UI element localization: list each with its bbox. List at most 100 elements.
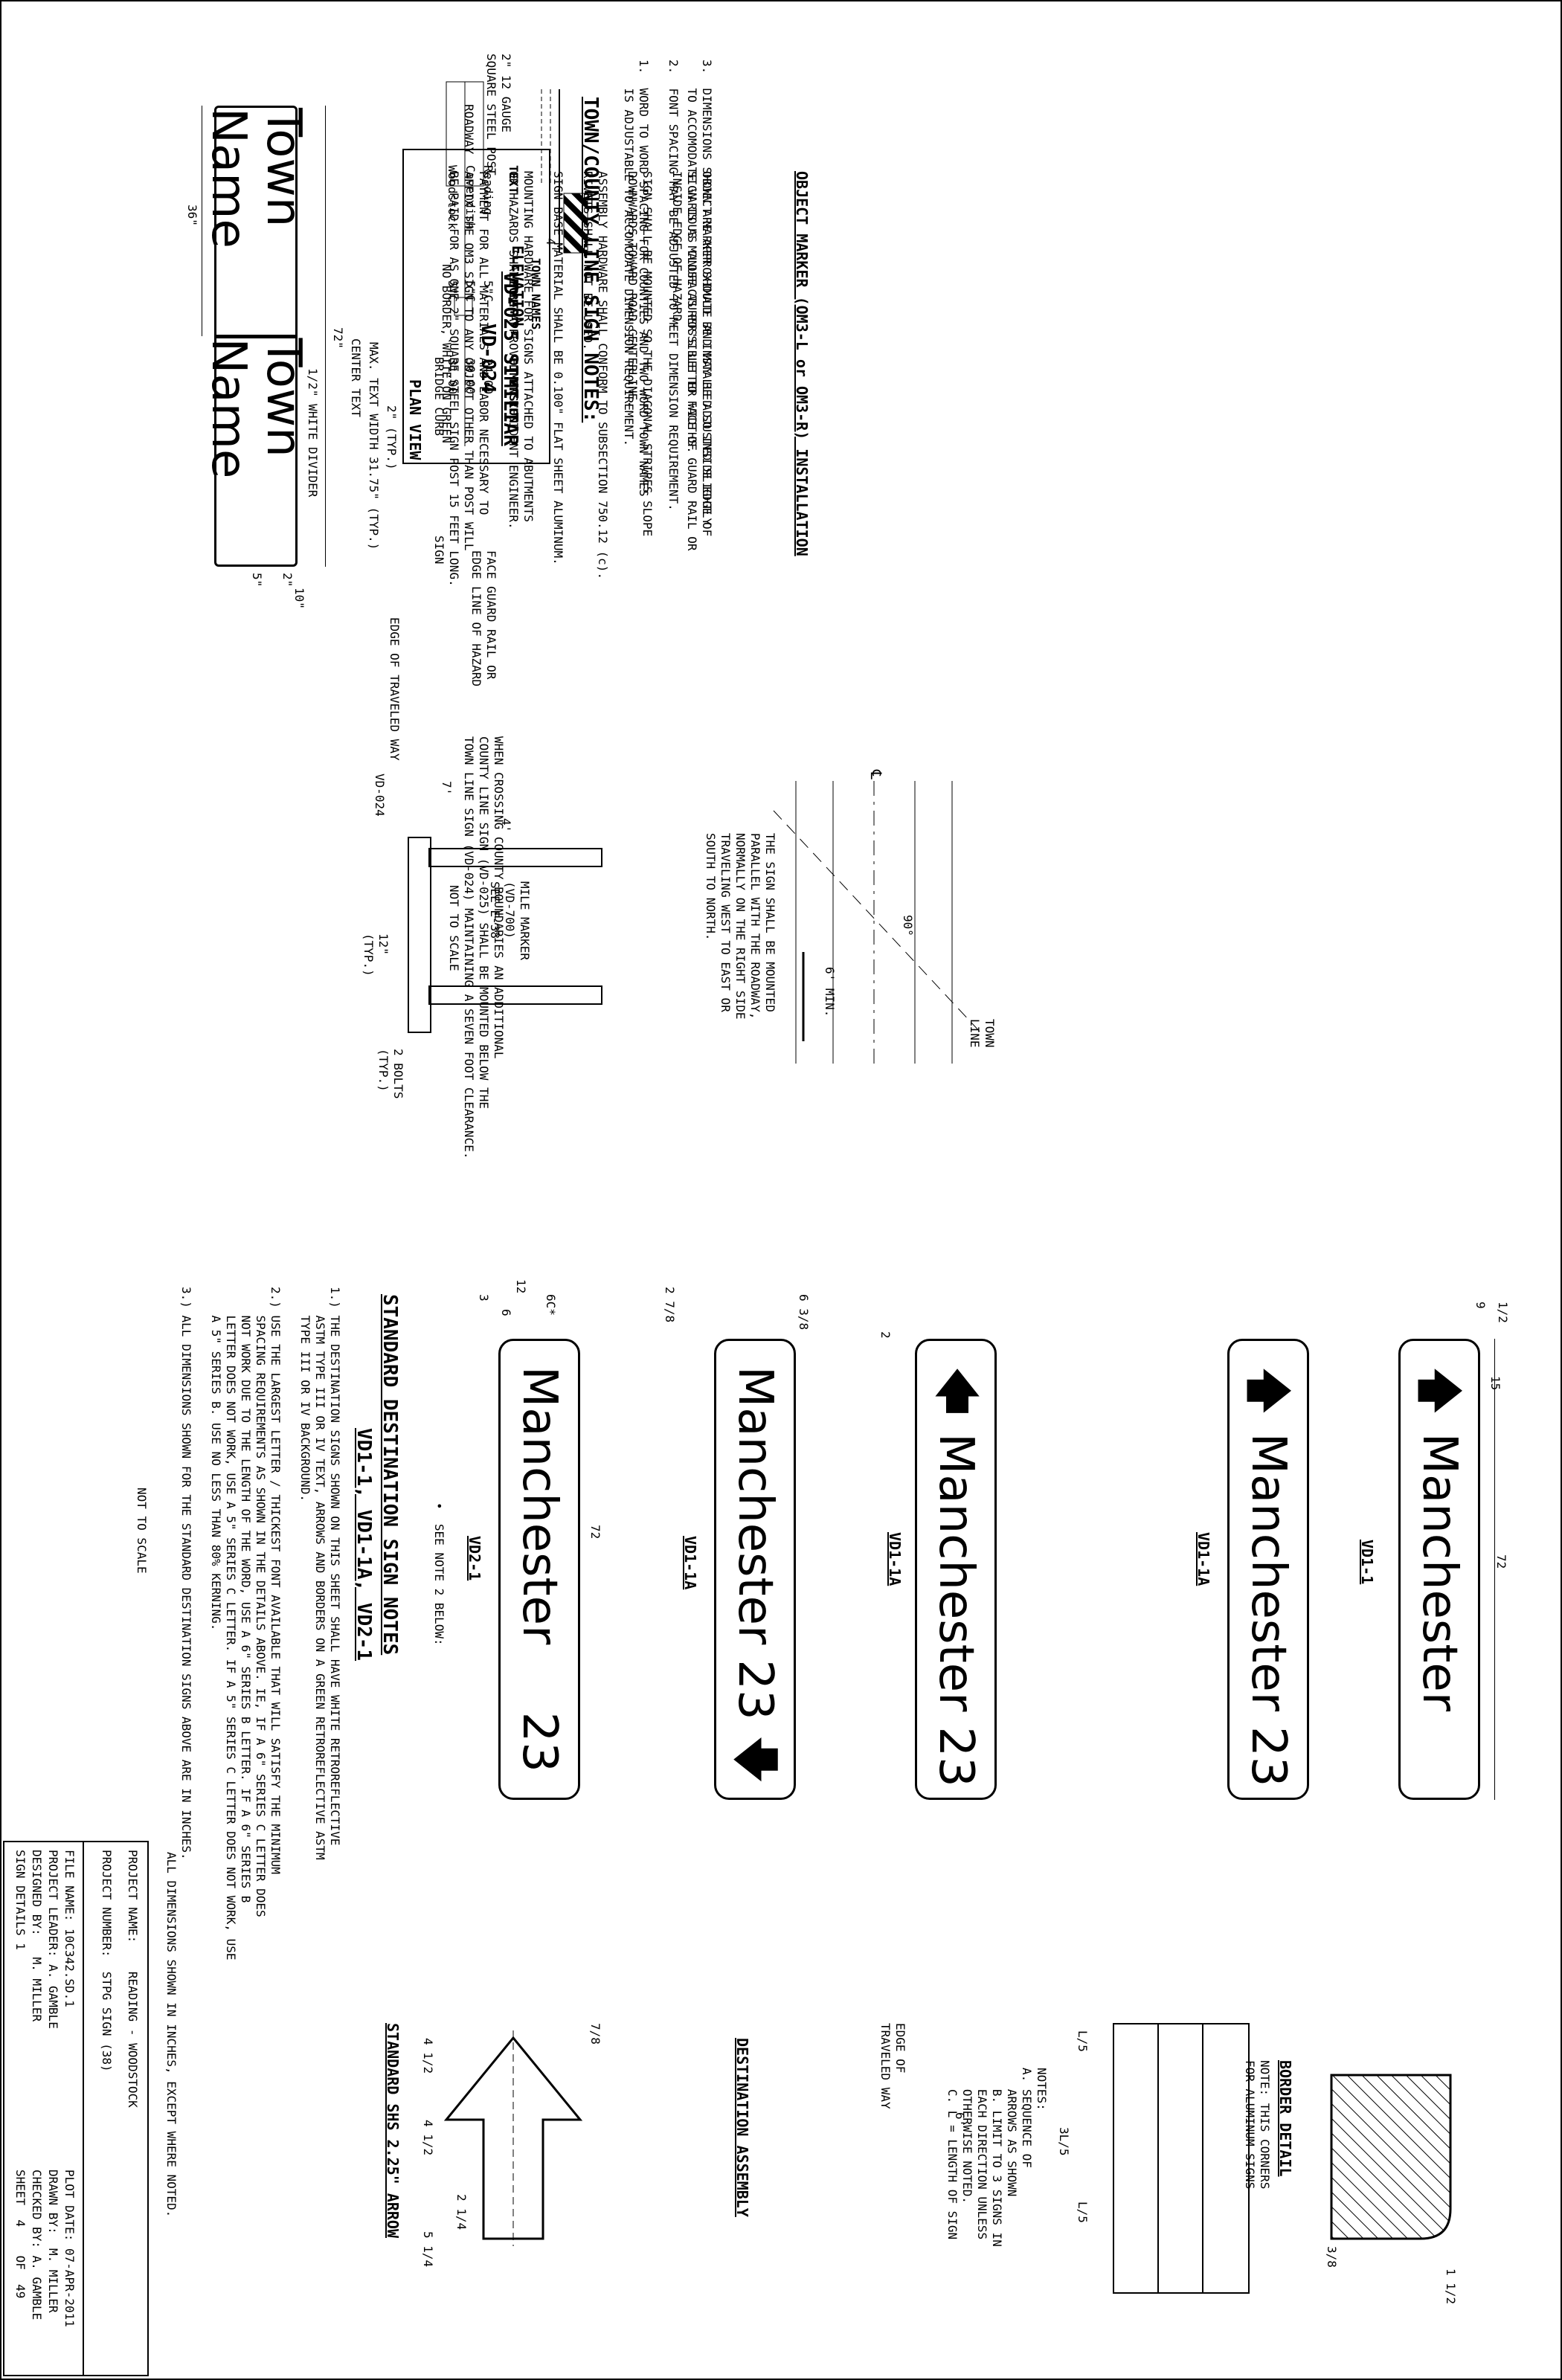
sign-label-vd1-1: VD1-1 [1358, 1540, 1376, 1585]
sign-label-vd1-1a: VD1-1A [886, 1532, 904, 1586]
arrow-title: STANDARD SHS 2.25" ARROW [384, 2023, 402, 2238]
drawn-by: DRAWN BY: M. MILLER [46, 2170, 60, 2313]
assembly-signs [1113, 2023, 1250, 2294]
dim-72: 72" [331, 327, 345, 349]
sign-number: 23 [1241, 1726, 1296, 1787]
title-block: PROJECT NAME: READING - WOODSTOCK PROJEC… [3, 1841, 149, 2376]
destination-notes: 1.) THE DESTINATION SIGNS SHOWN ON THIS … [179, 1287, 342, 1961]
border-dim-3-8: 3/8 [1325, 2246, 1339, 2268]
arrow-dim-4-1-2: 4 1/2 [421, 2038, 435, 2074]
dim-9: 9 [1473, 1302, 1488, 1309]
file-name: FILE NAME: 10C342.SD.1 [62, 1850, 77, 2007]
dim-3: 3 [477, 1294, 491, 1302]
typ-2: 2" (TYP.) [385, 405, 399, 470]
checked-by: CHECKED BY: A. GAMBLE [30, 2170, 44, 2320]
dim-5: 5" [250, 573, 264, 588]
destination-notes-subtitle: VD1-1, VD1-1A, VD2-1 [353, 1428, 375, 1662]
project-name: PROJECT NAME: READING - WOODSTOCK [126, 1850, 140, 2108]
dim-36: 36" [185, 205, 199, 226]
plot-date: PLOT DATE: 07-APR-2011 [62, 2170, 77, 2327]
dim-line-72 [325, 106, 326, 567]
vd024-label: VD-024 [373, 774, 387, 817]
border-detail-drawing [1330, 2074, 1452, 2240]
assembly-title: DESTINATION ASSEMBLY [733, 2038, 751, 2217]
arrow-dim-7-8: 7/8 [588, 2023, 602, 2045]
dim-15: 15 [1488, 1376, 1502, 1391]
dim-12: 12" (TYP.) [361, 933, 390, 977]
dim-2: 2" [280, 573, 295, 588]
dim-2-7-8: 2 7/8 [663, 1287, 677, 1323]
sign-name: Manchester [512, 1366, 567, 1645]
assembly-l5: L/5 [1076, 2030, 1090, 2052]
sign-label-vd1-1a: VD1-1A [681, 1536, 699, 1590]
dim-10: 10" [292, 588, 306, 609]
object-marker-elevation [541, 89, 588, 254]
post-right [428, 985, 602, 1005]
sign-number: 23 [727, 1659, 782, 1720]
standard-arrow-drawing [443, 2030, 583, 2246]
dim-2: 2 [878, 1331, 893, 1339]
arrow-down-icon: 🡇 [727, 1734, 782, 1784]
sheet-name: SIGN DETAILS 1 [13, 1850, 28, 1950]
angle-90: 90° [901, 915, 915, 936]
project-leader: PROJECT LEADER: A. GAMBLE [46, 1850, 60, 2029]
dim-72: 72 [1494, 1554, 1508, 1569]
see-note: • SEE NOTE 2 BELOW: [432, 1502, 446, 1646]
assembly-l5: L/5 [1076, 2202, 1090, 2223]
arrow-dim-5-1-4: 5 1/4 [421, 2231, 435, 2268]
assembly-edge: EDGE OF TRAVELED WAY [878, 2023, 907, 2109]
designed-by: DESIGNED BY: M. MILLER [30, 1850, 44, 2022]
destination-sign-vd1-1a-left: 🡄 Manchester 23 [915, 1339, 997, 1800]
center-text: CENTER TEXT [349, 338, 363, 417]
mounting-not-to-scale: NOT TO SCALE [447, 885, 461, 971]
object-marker-plan [446, 81, 484, 446]
destination-sign-vd2-1: Manchester 23 [498, 1339, 580, 1800]
town-line-sign: Town Name Town Name [201, 106, 311, 567]
centerline-symbol: ℄ [867, 770, 885, 779]
town-line-label: TOWN LINE [968, 1019, 997, 1048]
dim-6-3-8: 6 3/8 [797, 1294, 811, 1331]
destination-sign-vd1-1: 🡅 Manchester [1398, 1339, 1480, 1800]
bridge-curb-label: BRIDGE CURB [432, 357, 446, 436]
arrow-left-icon: 🡄 [928, 1366, 983, 1416]
dim-12: 12 [514, 1279, 528, 1294]
destination-sign-vd1-1a-down: Manchester 23 🡇 [714, 1339, 796, 1800]
border-detail-title: BORDER DETAIL [1276, 2060, 1294, 2177]
assembly-notes: NOTES: A. SEQUENCE OF ARROWS AS SHOWN B.… [945, 2068, 1049, 2247]
bolts: 2 BOLTS (TYP.) [376, 1049, 405, 1099]
sheet-number: SHEET 4 OF 49 [13, 2170, 28, 2299]
plan-diagram [773, 781, 983, 1064]
object-marker-title: OBJECT MARKER (OM3-L or OM3-R) INSTALLAT… [793, 171, 811, 556]
sign-name: Manchester [1412, 1432, 1467, 1712]
dim-6c: 6C* [544, 1294, 558, 1316]
destination-not-to-scale: NOT TO SCALE [135, 1488, 149, 1574]
arrow-dim-2-1-4: 2 1/4 [454, 2194, 469, 2231]
all-dimensions-note: ALL DIMENSIONS SHOWN IN INCHES, EXCEPT W… [164, 1852, 179, 2218]
sign-name: Manchester [1241, 1432, 1296, 1712]
dim-7: 7' [440, 781, 454, 796]
assembly-3l5: 3L/5 [1057, 2127, 1071, 2156]
destination-notes-title: STANDARD DESTINATION SIGN NOTES [379, 1294, 401, 1656]
project-number: PROJECT NUMBER: STPG SIGN (38) [100, 1850, 114, 2072]
dim-72: 72 [588, 1525, 602, 1540]
sign-label-vd1-1a: VD1-1A [1195, 1532, 1212, 1586]
destination-sign-vd1-1a-up: 🡅 Manchester 23 [1227, 1339, 1309, 1800]
object-marker-notes: OBJECT MARKER SHOULD BE INSTALLED SO INS… [447, 171, 714, 587]
arrow-up-icon: 🡅 [1241, 1366, 1296, 1415]
border-dim-1-1-2: 1 1/2 [1444, 2268, 1458, 2305]
plan-view-title: PLAN VIEW [406, 379, 424, 460]
plan-note: THE SIGN SHALL BE MOUNTED PARALLEL WITH … [704, 833, 777, 1020]
town-name-left: Town Name [201, 108, 311, 248]
six-min: 6' MIN. [823, 967, 837, 1017]
arrow-up-icon: 🡅 [1412, 1366, 1467, 1415]
crossing-note: WHEN CROSSING COUNTY BOUNDARIES AN ADDIT… [462, 736, 506, 1160]
arrow-dim-4-1-2: 4 1/2 [421, 2120, 435, 2156]
sign-number: 23 [928, 1726, 983, 1787]
dim-half: 1/2 [1496, 1302, 1510, 1323]
town-name-right: Town Name [201, 334, 311, 565]
post-left [428, 848, 602, 867]
edge-of-traveled-way: EDGE OF TRAVELED WAY [388, 617, 402, 761]
sign-label-vd2-1: VD2-1 [466, 1536, 483, 1581]
